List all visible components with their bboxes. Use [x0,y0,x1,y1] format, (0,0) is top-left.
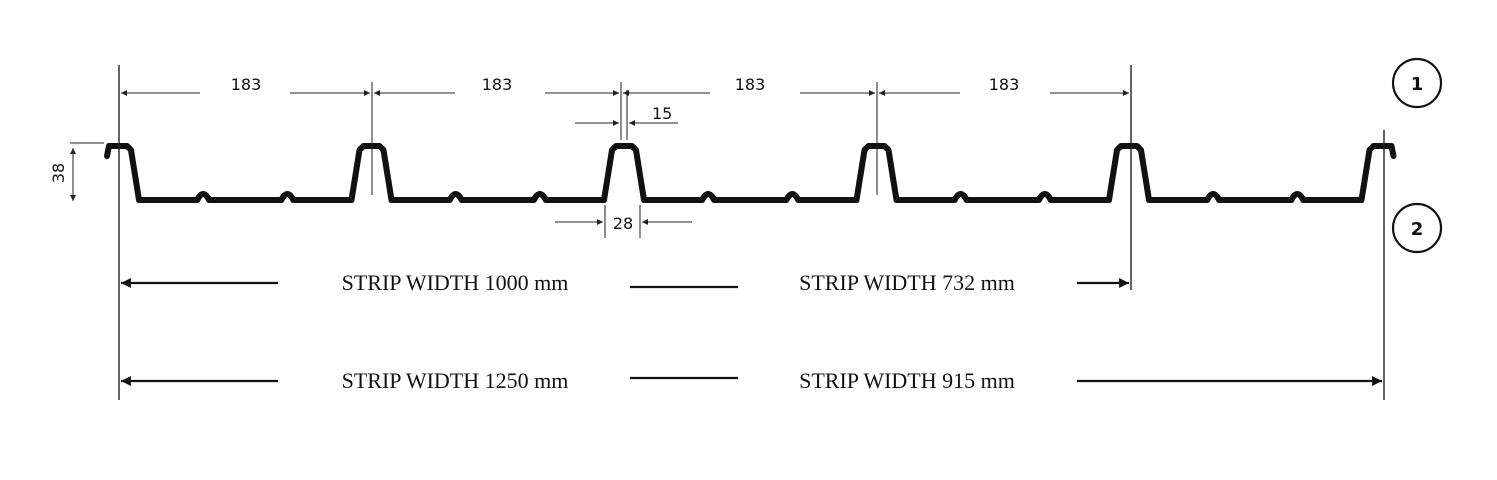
strip-width-732-label: STRIP WIDTH 732 mm [799,270,1015,295]
strip-width-row-2: STRIP WIDTH 1250 mm STRIP WIDTH 915 mm [121,368,1382,393]
strip-width-1250-label: STRIP WIDTH 1250 mm [342,368,569,393]
pitch-label-4: 183 [989,75,1020,94]
bottom-width-label: 28 [613,214,633,233]
marker-2-label: 2 [1411,219,1424,240]
pitch-label-2: 183 [482,75,513,94]
strip-width-row-1: STRIP WIDTH 1000 mm STRIP WIDTH 732 mm [121,270,1129,295]
bottom-width-dimension: 28 [555,214,692,233]
height-dimension: 38 [49,148,76,201]
pitch-label-3: 183 [735,75,766,94]
top-width-dimension: 15 [575,104,678,126]
height-label: 38 [49,163,68,183]
strip-width-1000-label: STRIP WIDTH 1000 mm [342,270,569,295]
extension-lines [70,65,1385,400]
strip-width-915-label: STRIP WIDTH 915 mm [799,368,1015,393]
pitch-labels: 183 183 183 183 [231,75,1020,94]
pitch-label-1: 183 [231,75,262,94]
marker-1: 1 [1391,57,1443,109]
top-width-label: 15 [652,104,672,123]
marker-2: 2 [1391,202,1443,254]
marker-1-label: 1 [1411,74,1424,95]
sheet-profile [104,143,1397,203]
